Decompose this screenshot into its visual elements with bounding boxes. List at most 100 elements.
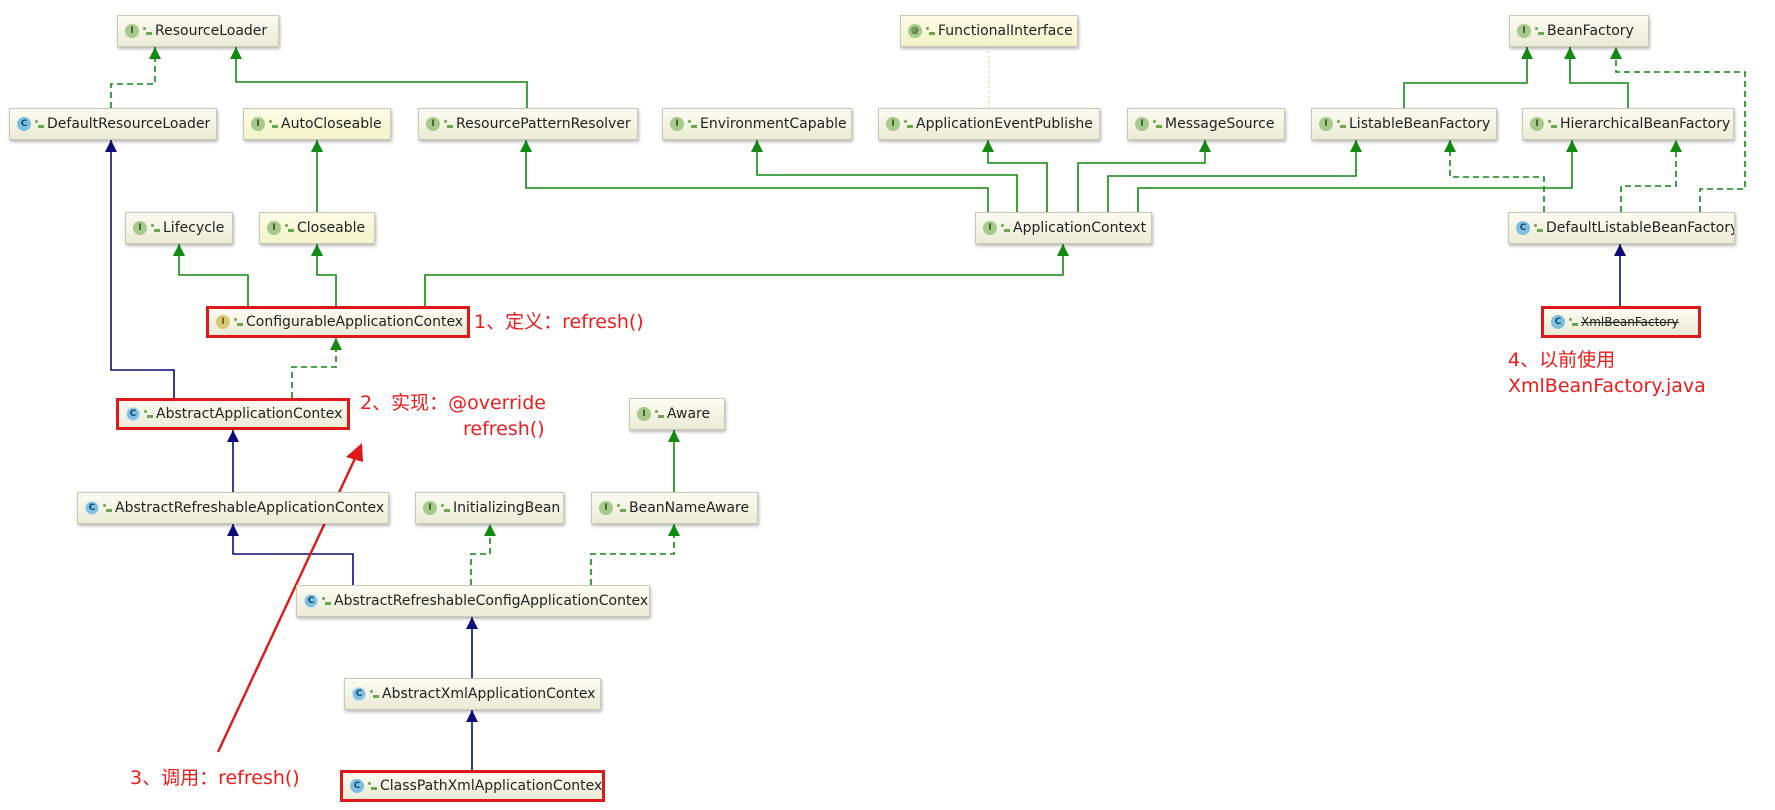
- edge-resourcepatternresolver-resourceloader-arrowhead: [230, 47, 242, 59]
- edge-configurableapplicationcontext-closeable-arrowhead: [311, 244, 323, 256]
- public-icon: [369, 689, 379, 699]
- node-beannameaware[interactable]: I BeanNameAware: [591, 492, 758, 524]
- edge-abstractrefreshableconfigapplicationcontext-abstractrefreshableapplicationcontext-arrowhead: [227, 524, 239, 536]
- public-icon: [102, 503, 112, 513]
- public-icon: [903, 119, 913, 129]
- edge-configurableapplicationcontext-lifecycle-arrowhead: [173, 244, 185, 256]
- node-label: DefaultListableBeanFactory: [1546, 220, 1734, 236]
- abstract-class-icon: C: [85, 501, 99, 515]
- node-abstractrefreshableapplicationcontext[interactable]: C AbstractRefreshableApplicationContex: [77, 492, 389, 524]
- class-icon: C: [1551, 315, 1565, 329]
- public-icon: [34, 119, 44, 129]
- node-label: ApplicationEventPublishe: [916, 116, 1093, 132]
- node-label: MessageSource: [1165, 116, 1275, 132]
- node-abstractrefreshableconfigapplicationcontext[interactable]: C AbstractRefreshableConfigApplicationCon…: [296, 585, 650, 617]
- edge-configurableapplicationcontext-closeable: [316, 244, 337, 306]
- interface-icon: I: [267, 221, 281, 235]
- edge-configurableapplicationcontext-applicationcontext: [424, 244, 1064, 306]
- interface-icon: I: [1319, 117, 1333, 131]
- interface-icon: I: [423, 501, 437, 515]
- interface-icon: I: [670, 117, 684, 131]
- edge-defaultlistablebeanfactory-beanfactory-arrowhead: [1610, 47, 1622, 59]
- note-xmlbeanfactory-line1: 4、以前使用: [1508, 349, 1616, 371]
- interface-icon: I: [599, 501, 613, 515]
- node-initializingbean[interactable]: I InitializingBean: [415, 492, 564, 524]
- edge-applicationcontext-environmentcapable: [756, 140, 1018, 212]
- edge-configurableapplicationcontext-applicationcontext-arrowhead: [1057, 244, 1069, 256]
- node-label: BeanNameAware: [629, 500, 750, 516]
- note-implement-line2: refresh(): [463, 418, 545, 440]
- node-label: XmlBeanFactory: [1581, 315, 1679, 329]
- edge-abstractrefreshableconfigapplicationcontext-abstractrefreshableapplicationcontext: [232, 524, 354, 585]
- note-define-refresh: 1、定义：refresh(): [474, 311, 644, 333]
- edge-beannameaware-aware-arrowhead: [668, 430, 680, 442]
- edge-applicationcontext-resourcepatternresolver: [525, 140, 989, 212]
- node-applicationcontext[interactable]: I ApplicationContext: [975, 212, 1152, 244]
- public-icon: [1000, 223, 1010, 233]
- node-label: ResourceLoader: [155, 23, 268, 39]
- edge-defaultlistablebeanfactory-hierarchicalbeanfactory: [1620, 140, 1677, 212]
- edge-defaultlistablebeanfactory-listablebeanfactory-arrowhead: [1444, 140, 1456, 152]
- public-icon: [1152, 119, 1162, 129]
- class-icon: C: [17, 117, 31, 131]
- node-resourceloader[interactable]: I ResourceLoader: [117, 15, 279, 47]
- edge-closeable-autocloseable-arrowhead: [311, 140, 323, 152]
- public-icon: [654, 409, 664, 419]
- node-label: ApplicationContext: [1013, 220, 1147, 236]
- class-icon: C: [350, 779, 364, 793]
- public-icon: [440, 503, 450, 513]
- edge-listablebeanfactory-beanfactory-arrowhead: [1521, 47, 1533, 59]
- public-icon: [233, 317, 243, 327]
- node-label: AbstractRefreshableConfigApplicationCont…: [334, 593, 649, 609]
- public-icon: [687, 119, 697, 129]
- annotation-icon: @: [908, 24, 922, 38]
- edge-configurableapplicationcontext-lifecycle: [178, 244, 249, 306]
- edge-classpathxmlapplicationcontext-abstractxmlapplicationcontext-arrowhead: [466, 710, 478, 722]
- node-functionalinterface[interactable]: @ FunctionalInterface: [900, 15, 1078, 47]
- node-label: ConfigurableApplicationContex: [246, 314, 464, 330]
- edge-abstractrefreshableconfigapplicationcontext-beannameaware: [590, 524, 675, 585]
- edge-applicationcontext-messagesource-arrowhead: [1199, 140, 1211, 152]
- note-implement-line1: 2、实现：@override: [360, 392, 546, 414]
- interface-icon: I: [1530, 117, 1544, 131]
- edge-abstractapplicationcontext-configurableapplicationcontext-arrowhead: [330, 338, 342, 350]
- interface-icon: I: [125, 24, 139, 38]
- public-icon: [1568, 317, 1578, 327]
- edge-defaultlistablebeanfactory-hierarchicalbeanfactory-arrowhead: [1670, 140, 1682, 152]
- node-label: AbstractRefreshableApplicationContex: [115, 500, 385, 516]
- public-icon: [925, 26, 935, 36]
- edge-defaultlistablebeanfactory-listablebeanfactory: [1449, 140, 1545, 212]
- node-label: AbstractApplicationContex: [156, 406, 343, 422]
- node-label: InitializingBean: [453, 500, 561, 516]
- edge-abstractapplicationcontext-configurableapplicationcontext: [291, 338, 337, 398]
- interface-icon: I: [133, 221, 147, 235]
- interface-icon: I: [426, 117, 440, 131]
- node-label: AbstractXmlApplicationContex: [382, 686, 596, 702]
- abstract-class-icon: C: [304, 594, 318, 608]
- edge-applicationcontext-applicationeventpublisher-arrowhead: [982, 140, 994, 152]
- node-xmlbeanfactory[interactable]: C XmlBeanFactory: [1541, 306, 1701, 338]
- public-icon: [367, 781, 377, 791]
- interface-icon: I: [983, 221, 997, 235]
- node-label: FunctionalInterface: [938, 23, 1073, 39]
- edge-defaultresourceloader-resourceloader: [110, 47, 156, 108]
